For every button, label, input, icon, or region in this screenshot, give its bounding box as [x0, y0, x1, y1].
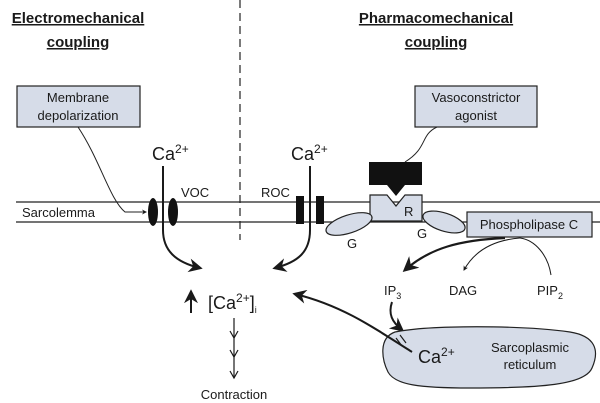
depolarization-arrow	[77, 126, 147, 215]
sr-ca-label: Ca2+	[418, 345, 455, 367]
ca-voc-label: Ca2+	[152, 142, 189, 164]
ip3-label: IP3	[384, 283, 401, 301]
g-protein-left-label: G	[347, 236, 357, 251]
g-protein-left	[325, 212, 373, 236]
cascade-arrowhead-1	[229, 330, 239, 340]
agonist-connector	[404, 126, 438, 163]
intracellular-ca-label: [Ca2+]i	[208, 291, 257, 315]
phospholipase-c-box	[466, 211, 593, 238]
sr-channel-tick-2	[399, 334, 407, 344]
ip3-to-sr-arrow	[388, 301, 405, 332]
sarcolemma-label: Sarcolemma	[22, 205, 96, 220]
dag-label: DAG	[449, 283, 477, 298]
header-electromechanical-line2: coupling	[47, 34, 110, 51]
header-pharmacomechanical-line1: Pharmacomechanical	[359, 10, 513, 27]
voc-channel-right	[168, 198, 178, 226]
header-electromechanical-line1: Electromechanical	[12, 10, 145, 27]
plc-to-ip3-arrow	[402, 236, 506, 273]
g-protein-right-label: G	[417, 226, 427, 241]
roc-label: ROC	[261, 185, 290, 200]
g-protein-right	[422, 210, 466, 234]
pip2-curve	[519, 237, 552, 276]
sr-label-line1: Sarcoplasmic	[491, 340, 570, 355]
vasoconstrictor-line1: Vasoconstrictor	[432, 90, 521, 105]
phospholipase-c-label: Phospholipase C	[480, 217, 578, 232]
receptor-label: R	[404, 204, 413, 219]
sarcolemma-label-bg	[16, 203, 146, 221]
ca-voc-influx-arrow	[162, 166, 203, 273]
membrane-depolarization-line2: depolarization	[38, 108, 119, 123]
contraction-label: Contraction	[201, 387, 267, 402]
plc-to-dag-arrow	[463, 237, 521, 271]
vasoconstrictor-agonist-box	[414, 85, 538, 128]
membrane-depolarization-line1: Membrane	[47, 90, 109, 105]
voc-label: VOC	[181, 185, 209, 200]
header-pharmacomechanical-line2: coupling	[405, 34, 468, 51]
sr-label-line2: reticulum	[504, 357, 557, 372]
vasoconstrictor-line2: agonist	[455, 108, 497, 123]
agonist-ligand	[369, 162, 422, 196]
voc-channel-left	[148, 198, 158, 226]
sr-channel-tick-1	[395, 337, 403, 347]
receptor-box	[369, 194, 423, 222]
ca-roc-label: Ca2+	[291, 142, 328, 164]
ca-roc-influx-arrow	[272, 166, 311, 272]
roc-channel-left	[296, 196, 304, 224]
sr-release-arrow	[292, 289, 413, 353]
pip2-label: PIP2	[537, 283, 563, 301]
membrane-depolarization-box	[16, 85, 141, 128]
cascade-arrowhead-2	[229, 349, 239, 359]
cascade-arrowhead-3	[229, 370, 239, 380]
sarcoplasmic-reticulum	[382, 326, 597, 389]
roc-channel-right	[316, 196, 324, 224]
